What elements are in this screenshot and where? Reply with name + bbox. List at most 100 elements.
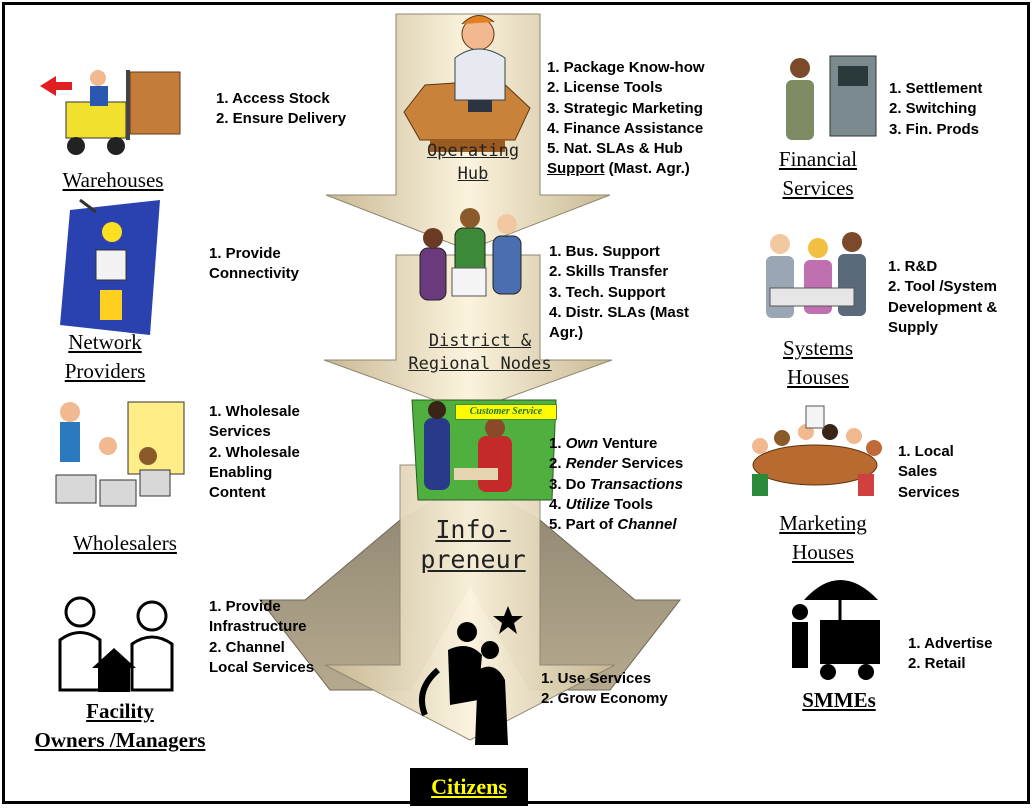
item-emphasis: Render xyxy=(565,455,618,473)
list-item: Enabling xyxy=(209,463,273,481)
wholesalers-label: Wholesalers xyxy=(73,531,177,555)
item-emphasis: Own xyxy=(565,435,599,452)
item-emphasis: Utilize xyxy=(565,495,610,513)
list-item: Infrastructure xyxy=(209,618,307,636)
list-item: 1. Local xyxy=(898,443,954,460)
list-item: 1. Wholesale xyxy=(209,403,300,420)
list-item: 1. Own Venture xyxy=(549,434,683,454)
item-num: 5. Part of xyxy=(549,516,618,534)
list-item: Content xyxy=(209,484,266,502)
item-rest: Tools xyxy=(609,495,653,513)
list-item: 2. Ensure Delivery xyxy=(216,110,347,128)
item-rest: Services xyxy=(617,455,684,473)
systems-label: Systems Houses xyxy=(758,334,878,392)
operating-hub-label-1: Operating xyxy=(426,141,520,161)
financial-label-2: Services xyxy=(782,176,854,200)
list-item: Connectivity xyxy=(209,265,300,283)
marketing-label: Marketing Houses xyxy=(758,509,888,567)
arrow-district xyxy=(323,254,613,413)
facility-label: Facility Owners /Managers xyxy=(14,697,226,755)
infopreneur-clipart xyxy=(411,399,557,501)
financial-clipart xyxy=(786,55,877,140)
financial-label: Financial Services xyxy=(758,145,878,203)
warehouses-label: Warehouses xyxy=(62,168,164,192)
support-underlined: Support xyxy=(547,160,605,178)
list-item: Sales xyxy=(898,463,938,481)
list-item: 3. Do Transactions xyxy=(549,475,683,495)
smmes-label: SMMEs xyxy=(802,688,876,712)
list-item: 1. Package Know-how xyxy=(547,59,705,76)
systems-label-2: Houses xyxy=(787,365,849,389)
list-item: 1. R&D xyxy=(888,258,938,275)
wholesalers-clipart xyxy=(55,401,185,507)
list-item: Local Services xyxy=(209,658,315,676)
systems-label-1: Systems xyxy=(782,336,853,360)
list-item: 2. Wholesale xyxy=(209,443,300,461)
district-label-2: Regional Nodes xyxy=(408,354,552,374)
list-item: 1. Bus. Support xyxy=(549,243,660,260)
operating-hub-list: 1. Package Know-how 2. License Tools 3. … xyxy=(547,58,705,180)
list-item: 2. Retail xyxy=(908,655,966,673)
warehouses-list: 1. Access Stock 2. Ensure Delivery xyxy=(216,89,346,130)
list-item: 2. License Tools xyxy=(547,79,663,97)
facility-list: 1. Provide Infrastructure 2. Channel Loc… xyxy=(209,597,314,678)
list-item: 1. Provide xyxy=(209,245,281,262)
list-item: 1. Provide xyxy=(209,598,281,615)
district-clipart xyxy=(419,208,522,301)
wholesalers-list: 1. Wholesale Services 2. Wholesale Enabl… xyxy=(209,402,300,503)
list-item: Agr.) xyxy=(549,324,584,342)
item-num: 4. xyxy=(549,495,566,513)
list-item: 4. Distr. SLAs (Mast xyxy=(549,303,690,321)
citizens-list: 1. Use Services 2. Grow Economy xyxy=(541,669,668,710)
forklift-clipart xyxy=(40,70,181,155)
list-item: 4. Utilize Tools xyxy=(549,495,683,515)
support-rest: (Mast. Agr.) xyxy=(604,160,690,178)
list-item: Development & xyxy=(888,298,998,316)
list-item: 2. Switching xyxy=(889,100,977,118)
item-num: 1. xyxy=(549,435,566,452)
facility-label-1: Facility xyxy=(86,699,154,723)
marketing-clipart xyxy=(752,405,882,496)
smmes-list: 1. Advertise 2. Retail xyxy=(908,634,993,675)
list-item: 3. Strategic Marketing xyxy=(547,99,703,117)
marketing-label-2: Houses xyxy=(792,540,854,564)
systems-clipart xyxy=(766,232,866,318)
list-item: Services xyxy=(898,483,960,501)
list-item: 1. Settlement xyxy=(889,80,983,97)
marketing-label-1: Marketing xyxy=(779,511,867,535)
list-item: Supply xyxy=(888,318,939,336)
citizens-clipart xyxy=(419,606,523,745)
infopreneur-list: 1. Own Venture 2. Render Services 3. Do … xyxy=(549,434,683,535)
list-item: 1. Use Services xyxy=(541,670,652,687)
item-rest: Venture xyxy=(598,435,658,452)
network-label: Network Providers xyxy=(40,328,170,386)
facility-clipart xyxy=(58,596,174,692)
citizens-label: Citizens xyxy=(410,768,528,806)
infopreneur-label-1: Info- xyxy=(435,515,511,544)
operating-hub-label-2: Hub xyxy=(457,164,489,184)
list-item: 2. Channel xyxy=(209,638,285,656)
list-item: 2. Tool /System xyxy=(888,278,997,296)
infopreneur-label: Info- preneur xyxy=(418,515,528,575)
operating-hub-label: Operating Hub xyxy=(418,140,528,186)
list-item: 5. Part of Channel xyxy=(549,515,683,535)
operating-hub-clipart xyxy=(403,15,531,152)
list-item: 4. Finance Assistance xyxy=(547,119,704,137)
network-clipart xyxy=(60,198,160,335)
district-label-1: District & xyxy=(428,331,532,351)
network-label-1: Network xyxy=(68,330,142,354)
list-item: 1. Advertise xyxy=(908,635,993,652)
list-item: 3. Fin. Prods xyxy=(889,120,980,138)
list-item: 3. Tech. Support xyxy=(549,283,666,301)
list-item: Services xyxy=(209,423,271,441)
financial-label-1: Financial xyxy=(778,147,858,171)
item-num: 2. xyxy=(549,455,566,473)
list-item: Support (Mast. Agr.) xyxy=(547,159,705,179)
district-label: District & Regional Nodes xyxy=(402,330,558,376)
district-list: 1. Bus. Support 2. Skills Transfer 3. Te… xyxy=(549,242,689,343)
financial-list: 1. Settlement 2. Switching 3. Fin. Prods xyxy=(889,79,982,140)
customer-service-banner: Customer Service xyxy=(455,404,557,420)
item-emphasis: Channel xyxy=(617,516,677,534)
